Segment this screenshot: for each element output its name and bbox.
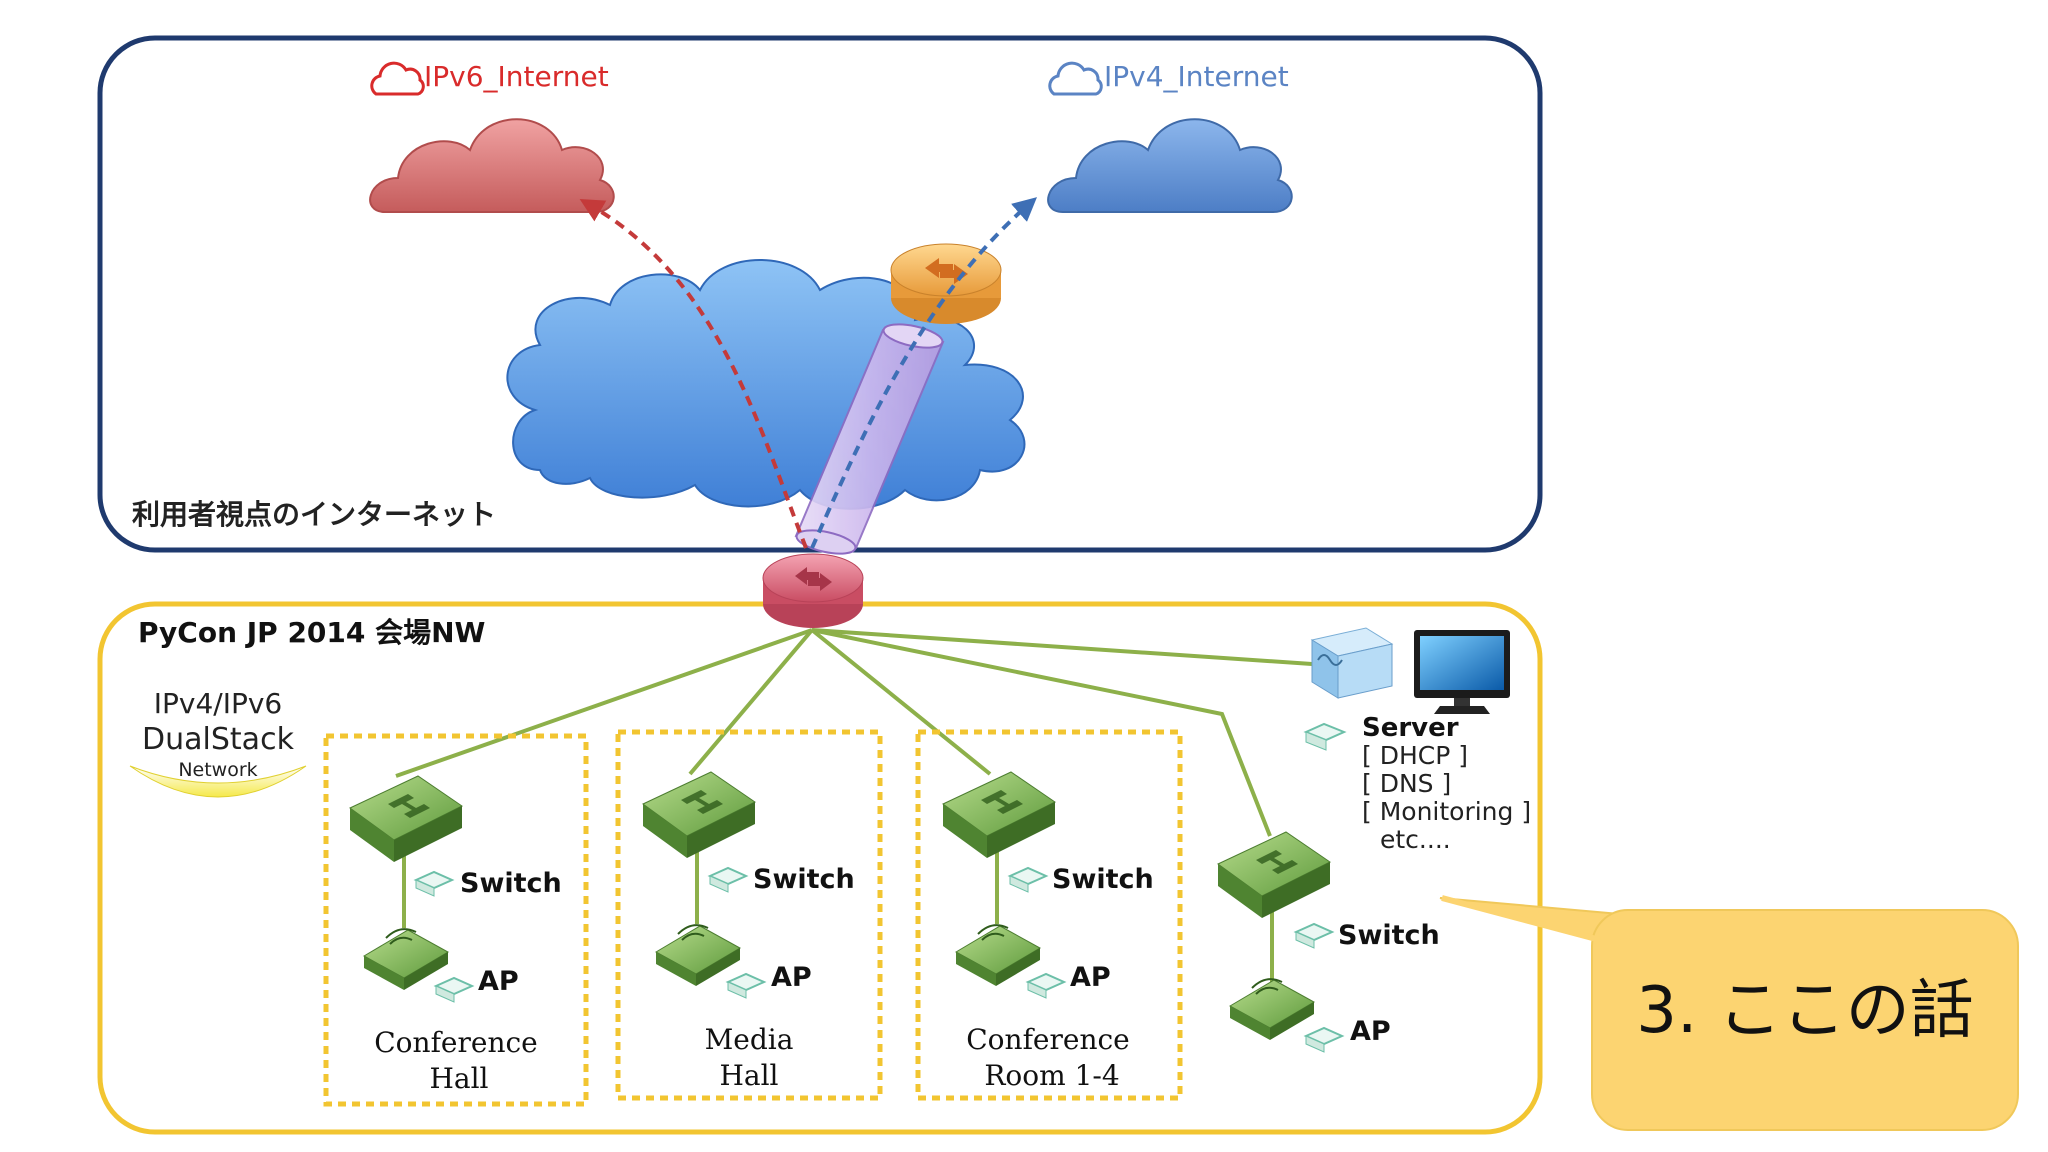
callout-bubble [1439,895,2019,1131]
ipv4-tunnel-tube [794,323,945,555]
venue-panel-label: PyCon JP 2014 会場NW [138,616,486,649]
area-box-conference-hall [323,733,589,1107]
ipv6-internet-cloud [369,118,615,213]
ipv4-path-arrow [810,197,1038,549]
area-name-line1: Media [705,1023,794,1056]
server-item-etc: etc.... [1380,825,1451,854]
ap-tag-icon [1303,1026,1345,1053]
area-media-hall: Switch AP Media Hall [642,771,855,1092]
access-point-icon [1228,978,1316,1040]
switch-icon [1217,831,1331,918]
switch-icon [642,771,756,858]
server-tag-icon [1303,722,1347,751]
area-name-line1: Conference [966,1023,1130,1056]
ipv4-gateway-router-icon [890,243,1002,324]
area-name-line2: Hall [719,1059,778,1092]
ipv4-cloud-outline-icon [1048,61,1103,96]
area-conference-hall: Switch AP Conference Hall [349,775,562,1095]
switch-tag-icon [1293,922,1335,949]
ap-tag-icon [433,976,475,1003]
access-point-icon [954,924,1042,986]
ipv6-path-arrow [579,198,808,549]
switch-label: Switch [1052,864,1154,895]
area-server-side: Switch AP [1217,831,1440,1053]
dualstack-line1: IPv4/IPv6 [154,687,283,720]
ap-tag-icon [1025,972,1067,999]
internet-panel-label: 利用者視点のインターネット [132,498,496,531]
switch-label: Switch [1338,920,1440,951]
server-item-dhcp: [ DHCP ] [1362,741,1468,770]
dualstack-badge: IPv4/IPv6 DualStack Network [129,687,307,798]
core-links [395,628,1313,837]
access-point-icon [362,928,450,990]
switch-tag-icon [413,870,455,897]
ap-label: AP [771,962,812,993]
server-item-monitoring: [ Monitoring ] [1362,797,1531,826]
server-item-dns: [ DNS ] [1362,769,1451,798]
switch-label: Switch [460,868,562,899]
switch-tag-icon [1007,866,1049,893]
ap-label: AP [478,966,519,997]
switch-icon [349,775,463,862]
access-point-icon [654,924,742,986]
ipv4-internet-label: IPv4_Internet [1104,60,1289,93]
area-name-line2: Hall [429,1062,488,1095]
callout-text: 3. ここの話 [1636,974,1973,1048]
monitor-icon [1414,630,1510,714]
dualstack-line2: DualStack [142,722,295,757]
ipv6-cloud-outline-icon [370,61,425,96]
switch-icon [942,771,1056,858]
server-title: Server [1362,713,1459,743]
ap-tag-icon [725,972,767,999]
ap-label: AP [1070,962,1111,993]
area-name-line2: Room 1-4 [984,1059,1119,1092]
switch-label: Switch [753,864,855,895]
area-box-media-hall [615,729,883,1101]
area-conference-room: Switch AP Conference Room 1-4 [942,771,1154,1092]
ipv4-internet-cloud [1047,118,1293,213]
area-name-line1: Conference [374,1026,538,1059]
core-router-icon [762,553,864,628]
ap-label: AP [1350,1016,1391,1047]
ipv6-internet-label: IPv6_Internet [424,60,609,93]
switch-tag-icon [707,866,749,893]
area-box-conference-room [915,729,1183,1101]
server-box-icon [1310,627,1394,699]
dualstack-line3: Network [178,759,257,781]
